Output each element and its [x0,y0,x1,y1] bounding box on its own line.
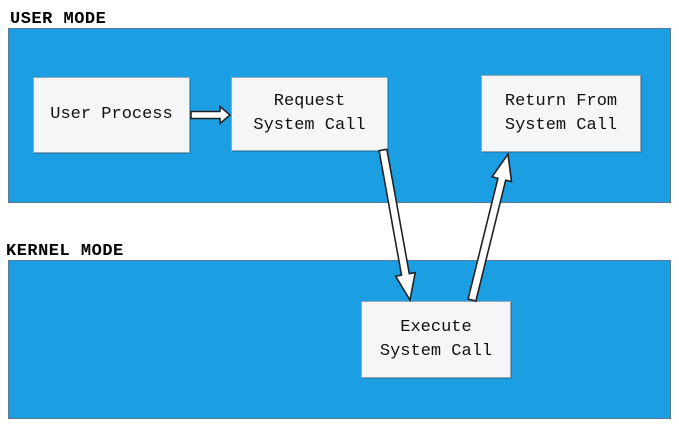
return-from-system-call-label: Return From System Call [504,91,618,135]
request-system-call-label: Request System Call [253,92,366,135]
kernel-mode-region [8,260,671,419]
execute-system-call-label: Execute System Call [379,317,493,361]
request-system-call-node: Request System Call [231,77,388,151]
arrow-request-to-execute [378,148,417,303]
user-process-node: User Process [33,77,190,153]
arrow-execute-to-return [467,151,513,302]
return-from-system-call-node: Return From System Call [481,75,641,152]
kernel-mode-label: KERNEL MODE [6,242,124,261]
execute-system-call-node: Execute System Call [361,301,511,378]
user-process-label: User Process [50,105,173,124]
user-mode-label: USER MODE [10,10,107,29]
arrow-user-process-to-request [190,104,232,126]
